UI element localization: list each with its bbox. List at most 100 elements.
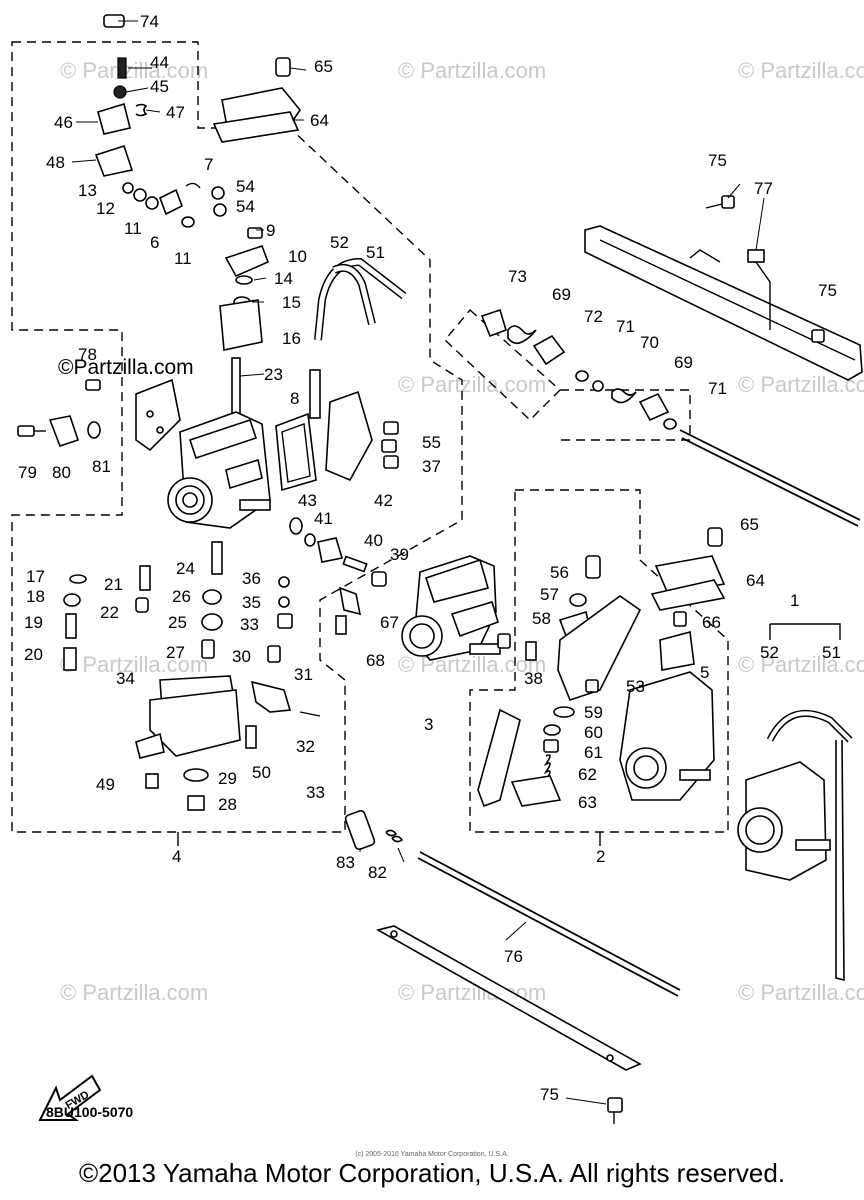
callout: 75 xyxy=(540,1085,559,1104)
callout: 70 xyxy=(640,333,659,352)
choke-plunger-parts xyxy=(480,308,677,430)
callout: 34 xyxy=(116,669,135,688)
callout: 54 xyxy=(236,197,255,216)
callout: 79 xyxy=(18,463,37,482)
callout: 6 xyxy=(150,233,159,252)
callout: 13 xyxy=(78,181,97,200)
float-chamber-gasket xyxy=(275,390,399,492)
watermark-corner: ©Partzilla.com xyxy=(58,356,194,379)
callout: 15 xyxy=(282,293,301,312)
callout: 41 xyxy=(314,509,333,528)
callout: 57 xyxy=(540,585,559,604)
callout: 52 xyxy=(330,233,349,252)
assembly-brackets xyxy=(177,623,841,846)
callout: 65 xyxy=(740,515,759,534)
callout: 46 xyxy=(54,113,73,132)
callout: 24 xyxy=(176,559,195,578)
callout: 39 xyxy=(390,545,409,564)
callout: 2 xyxy=(596,847,605,866)
callout: 36 xyxy=(242,569,261,588)
watermark: © Partzilla.com xyxy=(60,652,208,677)
callout: 28 xyxy=(218,795,237,814)
callout: 64 xyxy=(746,571,765,590)
watermark: © Partzilla.com xyxy=(398,58,546,83)
callout: 51 xyxy=(366,243,385,262)
copyright-caption: ©2013 Yamaha Motor Corporation, U.S.A. A… xyxy=(78,1158,786,1188)
callout: 67 xyxy=(380,613,399,632)
callout: 11 xyxy=(174,249,192,268)
callout: 52 xyxy=(760,643,779,662)
callout: 74 xyxy=(140,12,159,31)
fuel-rail-bracket xyxy=(584,225,863,381)
callout: 11 xyxy=(124,219,142,238)
callout: 31 xyxy=(294,665,313,684)
carburetor-assembly-4 xyxy=(17,378,271,529)
callout: 30 xyxy=(232,647,251,666)
callout: 76 xyxy=(504,947,523,966)
callout: 12 xyxy=(96,199,115,218)
upper-linkage-parts xyxy=(94,14,270,424)
watermarks: © Partzilla.com © Partzilla.com © Partzi… xyxy=(60,58,864,1005)
callout: 9 xyxy=(266,221,275,240)
callout: 56 xyxy=(550,563,569,582)
watermark: © Partzilla.com xyxy=(398,372,546,397)
callout: 65 xyxy=(314,57,333,76)
callout: 7 xyxy=(204,155,213,174)
callout: 23 xyxy=(264,365,283,384)
callout: 61 xyxy=(584,743,603,762)
callout: 1 xyxy=(790,591,799,610)
throttle-stop-parts xyxy=(289,517,387,635)
callout: 10 xyxy=(288,247,307,266)
callout: 21 xyxy=(104,575,123,594)
callout: 80 xyxy=(52,463,71,482)
callout: 20 xyxy=(24,645,43,664)
callout: 59 xyxy=(584,703,603,722)
callout: 64 xyxy=(310,111,329,130)
callout: 25 xyxy=(168,613,187,632)
callout: 73 xyxy=(508,267,527,286)
callout: 72 xyxy=(584,307,603,326)
callout: 49 xyxy=(96,775,115,794)
callout: 51 xyxy=(822,643,841,662)
callout: 27 xyxy=(166,643,185,662)
callout: 50 xyxy=(252,763,271,782)
callout: 43 xyxy=(298,491,317,510)
rail-bolts xyxy=(607,195,825,1124)
carburetor-assembly-2 xyxy=(477,527,726,808)
callout: 55 xyxy=(422,433,441,452)
callout: 32 xyxy=(296,737,315,756)
callout: 26 xyxy=(172,587,191,606)
callout: 53 xyxy=(626,677,645,696)
callout: 5 xyxy=(700,663,709,682)
callout: 33 xyxy=(240,615,259,634)
callout: 38 xyxy=(524,669,543,688)
callout: 71 xyxy=(616,317,635,336)
choke-spring-parts xyxy=(344,809,404,851)
carburetor-assembly-3 xyxy=(401,555,511,661)
callout: 75 xyxy=(818,281,837,300)
callout: 69 xyxy=(674,353,693,372)
callout: 33 xyxy=(306,783,325,802)
top-cover-parts xyxy=(212,57,301,143)
callout: 77 xyxy=(754,179,773,198)
callout: 58 xyxy=(532,609,551,628)
watermark: © Partzilla.com xyxy=(60,980,208,1005)
watermark: © Partzilla.com xyxy=(60,58,208,83)
callout: 66 xyxy=(702,613,721,632)
callout: 19 xyxy=(24,613,43,632)
connecting-shafts xyxy=(375,429,861,1071)
callout: 47 xyxy=(166,103,185,122)
leader-lines xyxy=(71,67,765,1105)
callout: 35 xyxy=(242,593,261,612)
callout: 14 xyxy=(274,269,293,288)
callout: 60 xyxy=(584,723,603,742)
callout: 83 xyxy=(336,853,355,872)
carburetor-assembly-1 xyxy=(737,709,853,881)
callout: 48 xyxy=(46,153,65,172)
drawing-number: 8BU100-5070 xyxy=(46,1104,134,1120)
watermark: © Partzilla.com xyxy=(738,58,864,83)
callout: 42 xyxy=(374,491,393,510)
watermark: © Partzilla.com xyxy=(738,652,864,677)
float-chamber-34 xyxy=(135,675,241,811)
